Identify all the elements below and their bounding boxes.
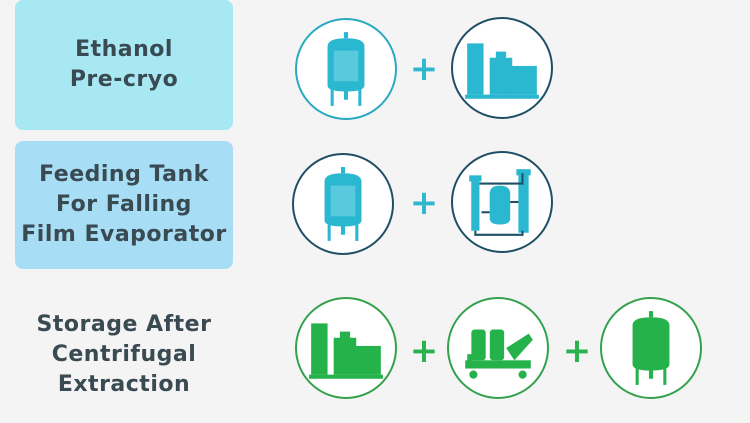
feeding-tank-icon — [292, 153, 394, 255]
label-feeding-tank: Feeding Tank For Falling Film Evaporator — [15, 141, 233, 269]
jacketed-tank-icon — [295, 18, 397, 120]
plus-sign: + — [409, 49, 439, 89]
plus-sign: + — [562, 331, 592, 371]
label-storage-after-extraction: Storage After Centrifugal Extraction — [36, 312, 212, 397]
cryo-machine-icon — [451, 17, 553, 119]
cryo-machine-icon — [295, 297, 397, 399]
falling-film-evaporator-icon — [451, 151, 553, 253]
plus-sign: + — [409, 183, 439, 223]
centrifuge-icon — [447, 297, 549, 399]
label-ethanol-pre-cryo: Ethanol Pre-cryo — [15, 0, 233, 130]
plus-sign: + — [409, 331, 439, 371]
storage-tank-icon — [600, 297, 702, 399]
